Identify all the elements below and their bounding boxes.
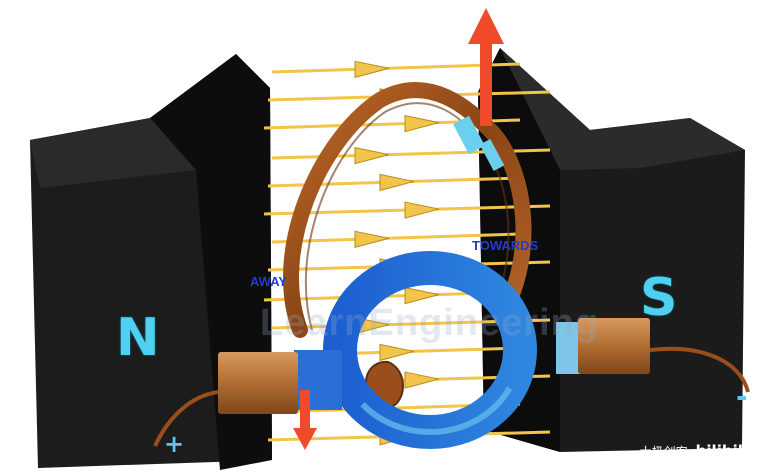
field-arrow-icon xyxy=(354,146,390,165)
video-credit: 大极创客 bilibili xyxy=(640,442,748,460)
positive-terminal: + xyxy=(164,430,185,458)
coil-plate xyxy=(453,115,485,155)
field-line xyxy=(271,62,521,74)
north-pole-label: N xyxy=(116,308,160,368)
negative-terminal: - xyxy=(736,380,748,413)
field-arrow-icon xyxy=(404,201,440,219)
field-line xyxy=(271,232,521,244)
carbon-brushes xyxy=(153,318,750,447)
field-arrow-icon xyxy=(354,230,390,248)
commutator-ring xyxy=(294,251,598,449)
away-label: AWAY xyxy=(250,274,288,289)
field-arrow-icon xyxy=(379,173,415,192)
south-pole-label: S xyxy=(640,268,678,328)
field-arrow-icon xyxy=(404,286,440,305)
field-arrow-icon xyxy=(404,114,440,133)
towards-label: TOWARDS xyxy=(472,238,539,253)
watermark: LearnEngineering xyxy=(260,302,600,344)
field-arrow-icon xyxy=(379,343,415,362)
force-arrow-down-icon xyxy=(293,390,317,450)
platform-logo: bilibili xyxy=(695,442,748,460)
field-arrow-icon xyxy=(404,371,440,389)
credit-text: 大极创客 xyxy=(639,445,688,459)
field-arrow-icon xyxy=(354,60,390,78)
force-arrow-up-icon xyxy=(468,8,504,126)
coil-plate xyxy=(479,138,505,172)
